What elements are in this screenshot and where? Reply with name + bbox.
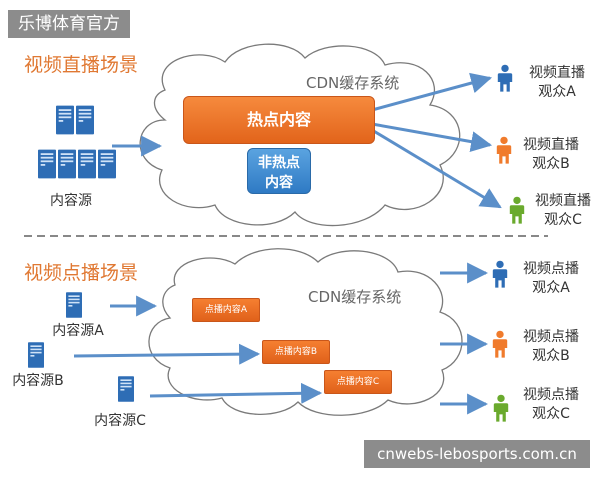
vod-cdn-label: CDN缓存系统 <box>308 288 402 306</box>
hot-content-box: 热点内容 <box>183 96 375 144</box>
nonhot-content-box: 非热点 内容 <box>247 148 311 194</box>
vod-cdn-cloud <box>148 248 463 416</box>
live-section-title: 视频直播场景 <box>24 54 139 76</box>
vod-viewer-a-label: 视频点播 观众A <box>523 261 579 296</box>
vod-content-b: 点播内容B <box>262 340 330 364</box>
live-viewer-c-label: 视频直播 观众C <box>535 193 591 228</box>
brand-banner: 乐博体育官方 <box>8 10 130 38</box>
vod-viewer-b-label: 视频点播 观众B <box>523 329 579 364</box>
live-server-icon <box>38 105 116 179</box>
nonhot-line2: 内容 <box>265 175 293 191</box>
vod-arrows <box>73 262 489 415</box>
person-icon <box>492 260 508 288</box>
person-icon <box>493 394 509 422</box>
vod-content-a: 点播内容A <box>192 298 260 322</box>
nonhot-line1: 非热点 <box>258 155 300 171</box>
footer-url-banner: cnwebs-lebosports.com.cn <box>364 440 590 468</box>
person-icon <box>497 64 513 92</box>
person-icon <box>509 196 525 224</box>
live-cdn-label: CDN缓存系统 <box>306 74 400 92</box>
live-viewer-a-label: 视频直播 观众A <box>529 65 585 100</box>
person-icon <box>492 330 508 358</box>
vod-source-b-label: 内容源B <box>12 373 64 389</box>
vod-viewer-c-label: 视频点播 观众C <box>523 387 579 422</box>
live-viewer-b-label: 视频直播 观众B <box>523 137 579 172</box>
live-source-label: 内容源 <box>50 193 92 209</box>
vod-source-c-label: 内容源C <box>94 413 146 429</box>
vod-content-c: 点播内容C <box>324 370 392 394</box>
vod-source-a-label: 内容源A <box>52 323 104 339</box>
vod-section-title: 视频点播场景 <box>24 262 139 284</box>
live-arrows <box>112 72 502 209</box>
person-icon <box>496 136 512 164</box>
